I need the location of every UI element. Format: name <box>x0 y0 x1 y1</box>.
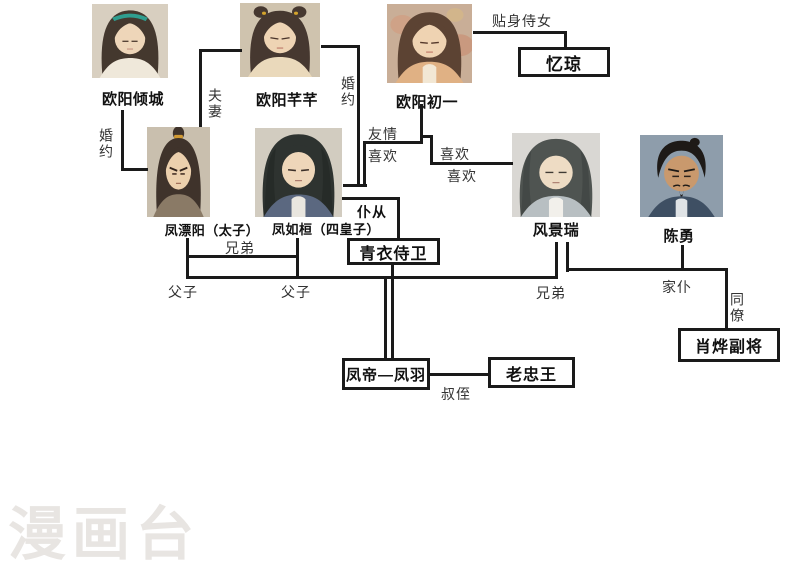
portrait-feng-jingrui <box>512 133 600 217</box>
line-hunyue-youqing-end-h <box>343 184 367 187</box>
label-xihuan-2: 喜欢 <box>440 146 470 162</box>
portrait-ouyang-chuyi <box>387 4 472 83</box>
name-feng-piaoyang: 凤漂阳（太子） <box>164 223 260 238</box>
line-xihuan-v <box>430 135 433 165</box>
line-fuqi-v <box>199 49 202 127</box>
line-to-fengdi-v1 <box>384 276 387 360</box>
name-chen-yong: 陈勇 <box>663 228 695 245</box>
line-hunyue-right-v <box>357 45 360 187</box>
box-fengdi-fengyu: 凤帝—凤羽 <box>342 358 430 390</box>
label-hunyue-right: 婚约 <box>340 76 356 108</box>
line-to-fengdi-v2 <box>391 264 394 360</box>
line-jingrui-down-v2 <box>566 242 569 272</box>
label-pucong: 仆从 <box>357 204 387 220</box>
label-fuzi-2: 父子 <box>281 284 311 300</box>
name-ouyang-chuyi: 欧阳初一 <box>395 94 459 111</box>
name-ouyang-qingcheng: 欧阳倾城 <box>101 91 165 108</box>
portrait-feng-jingrui-image <box>512 133 600 217</box>
name-feng-jingrui: 风景瑞 <box>532 222 580 239</box>
line-chuyi-down-v <box>420 104 423 144</box>
name-ouyang-qianqian: 欧阳芊芊 <box>255 92 319 109</box>
line-youqing-h <box>363 141 423 144</box>
line-tongliao-v <box>725 268 728 330</box>
label-fuqi: 夫妻 <box>207 88 223 120</box>
label-hunyue-left: 婚约 <box>98 128 114 160</box>
label-xiongdi-right: 兄弟 <box>536 285 566 301</box>
portrait-ouyang-qingcheng <box>92 4 168 78</box>
name-feng-ruhuan: 凤如桓（四皇子） <box>271 222 381 237</box>
line-family-long-h <box>186 276 558 279</box>
box-xiaoye-fujiang: 肖烨副将 <box>678 328 780 362</box>
label-tongliao: 同僚 <box>729 292 745 324</box>
line-hunyue-left-h <box>121 168 148 171</box>
box-laozhongwang: 老忠王 <box>488 357 575 388</box>
line-jiapu-h <box>566 268 728 271</box>
label-jiapu: 家仆 <box>662 279 692 295</box>
line-shuzhi-h <box>430 373 488 376</box>
line-ruhuan-down-v <box>296 238 299 279</box>
box-yiqiong: 忆琼 <box>518 47 610 77</box>
portrait-ouyang-qianqian <box>240 3 320 77</box>
line-pucong-h <box>342 197 400 200</box>
portrait-chen-yong-image <box>640 135 723 217</box>
portrait-feng-ruhuan-image <box>255 128 342 217</box>
line-xihuan-step-h <box>420 135 433 138</box>
label-fuzi-1: 父子 <box>168 284 198 300</box>
portrait-feng-ruhuan <box>255 128 342 217</box>
line-xiongdi-princes-h <box>186 255 299 258</box>
line-youqing-v <box>363 141 366 187</box>
box-qingyi-shiwei: 青衣侍卫 <box>347 238 440 265</box>
label-xihuan-3: 喜欢 <box>447 168 477 184</box>
line-hunyue-left-v <box>121 110 124 171</box>
line-fuqi-h <box>199 49 242 52</box>
line-piaoyang-down-v <box>186 238 189 279</box>
portrait-feng-piaoyang <box>147 127 210 217</box>
line-hunyue-right-h <box>321 45 360 48</box>
label-youqing: 友情 <box>368 126 398 142</box>
portrait-feng-piaoyang-image <box>147 127 210 217</box>
line-pucong-v <box>397 197 400 240</box>
portrait-ouyang-qianqian-image <box>240 3 320 77</box>
portrait-ouyang-chuyi-image <box>387 4 472 83</box>
line-chenyong-down-v <box>681 245 684 271</box>
label-xihuan-1: 喜欢 <box>368 148 398 164</box>
line-tieshen-h <box>473 31 567 34</box>
watermark-text: 漫画台 <box>8 502 201 561</box>
label-shuzhi: 叔侄 <box>441 386 471 402</box>
portrait-chen-yong <box>640 135 723 217</box>
label-tieshen-shinv: 贴身侍女 <box>492 13 552 29</box>
line-xihuan-h <box>430 162 513 165</box>
portrait-ouyang-qingcheng-image <box>92 4 168 78</box>
line-tieshen-v <box>564 31 567 49</box>
line-jingrui-down-v1 <box>555 242 558 279</box>
label-xiongdi-princes: 兄弟 <box>225 240 255 256</box>
